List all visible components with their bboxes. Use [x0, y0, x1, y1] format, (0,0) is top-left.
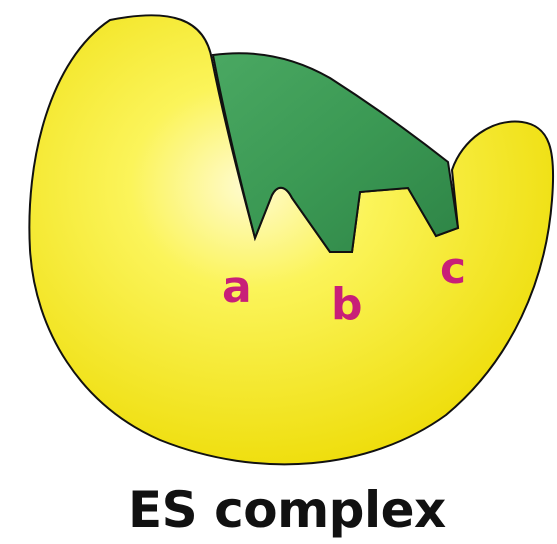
site-label-a: a — [222, 262, 252, 313]
site-label-b: b — [331, 279, 363, 330]
diagram-caption: ES complex — [128, 481, 446, 539]
site-label-c: c — [440, 243, 466, 294]
